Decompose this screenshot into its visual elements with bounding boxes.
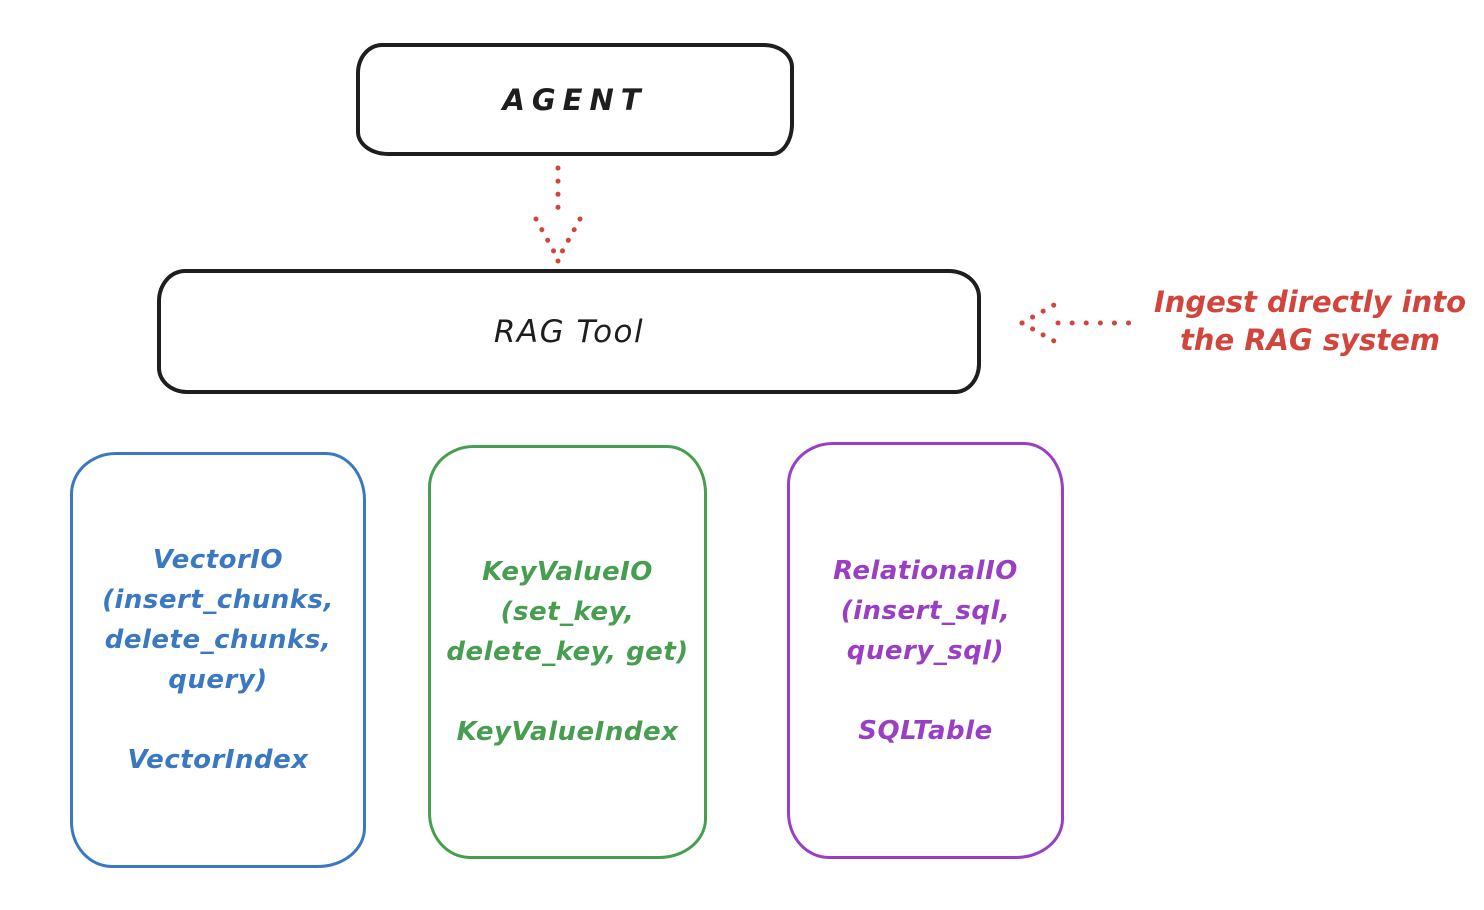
io-line: query) bbox=[168, 665, 268, 695]
io-line: query_sql) bbox=[846, 635, 1005, 666]
annotation-text: Ingest directly into the RAG system bbox=[1136, 283, 1484, 359]
io-line: delete_key, get) bbox=[446, 637, 689, 667]
annotation-line1: Ingest directly into bbox=[1153, 285, 1467, 319]
rag-tool-label: RAG Tool bbox=[493, 313, 645, 350]
annotation-line2: the RAG system bbox=[1179, 323, 1441, 357]
keyvalue-io-text: KeyValueIO (set_key, delete_key, get) Ke… bbox=[446, 552, 688, 752]
io-line: VectorIO bbox=[152, 545, 284, 575]
io-line: (insert_chunks, bbox=[102, 585, 334, 615]
agent-label: AGENT bbox=[502, 82, 648, 117]
rag-tool-node: RAG Tool bbox=[157, 269, 981, 394]
io-line: RelationalIO bbox=[833, 555, 1018, 586]
relational-io-text: RelationalIO (insert_sql, query_sql) SQL… bbox=[833, 551, 1018, 751]
agent-to-ragtool-arrow-icon bbox=[533, 165, 583, 264]
vector-io-node: VectorIO (insert_chunks, delete_chunks, … bbox=[70, 452, 366, 868]
keyvalue-index-label: KeyValueIndex bbox=[456, 717, 679, 747]
vector-index-label: VectorIndex bbox=[127, 745, 309, 775]
keyvalue-io-node: KeyValueIO (set_key, delete_key, get) Ke… bbox=[428, 445, 707, 859]
relational-io-node: RelationalIO (insert_sql, query_sql) SQL… bbox=[787, 442, 1064, 859]
annotation-to-ragtool-arrow-icon bbox=[1019, 302, 1135, 344]
io-line: (set_key, bbox=[500, 597, 635, 627]
io-line: delete_chunks, bbox=[104, 625, 332, 655]
io-line: (insert_sql, bbox=[840, 595, 1011, 626]
io-line: KeyValueIO bbox=[482, 557, 653, 587]
vector-io-text: VectorIO (insert_chunks, delete_chunks, … bbox=[102, 540, 334, 780]
agent-node: AGENT bbox=[356, 43, 794, 156]
sql-table-label: SQLTable bbox=[858, 715, 993, 746]
